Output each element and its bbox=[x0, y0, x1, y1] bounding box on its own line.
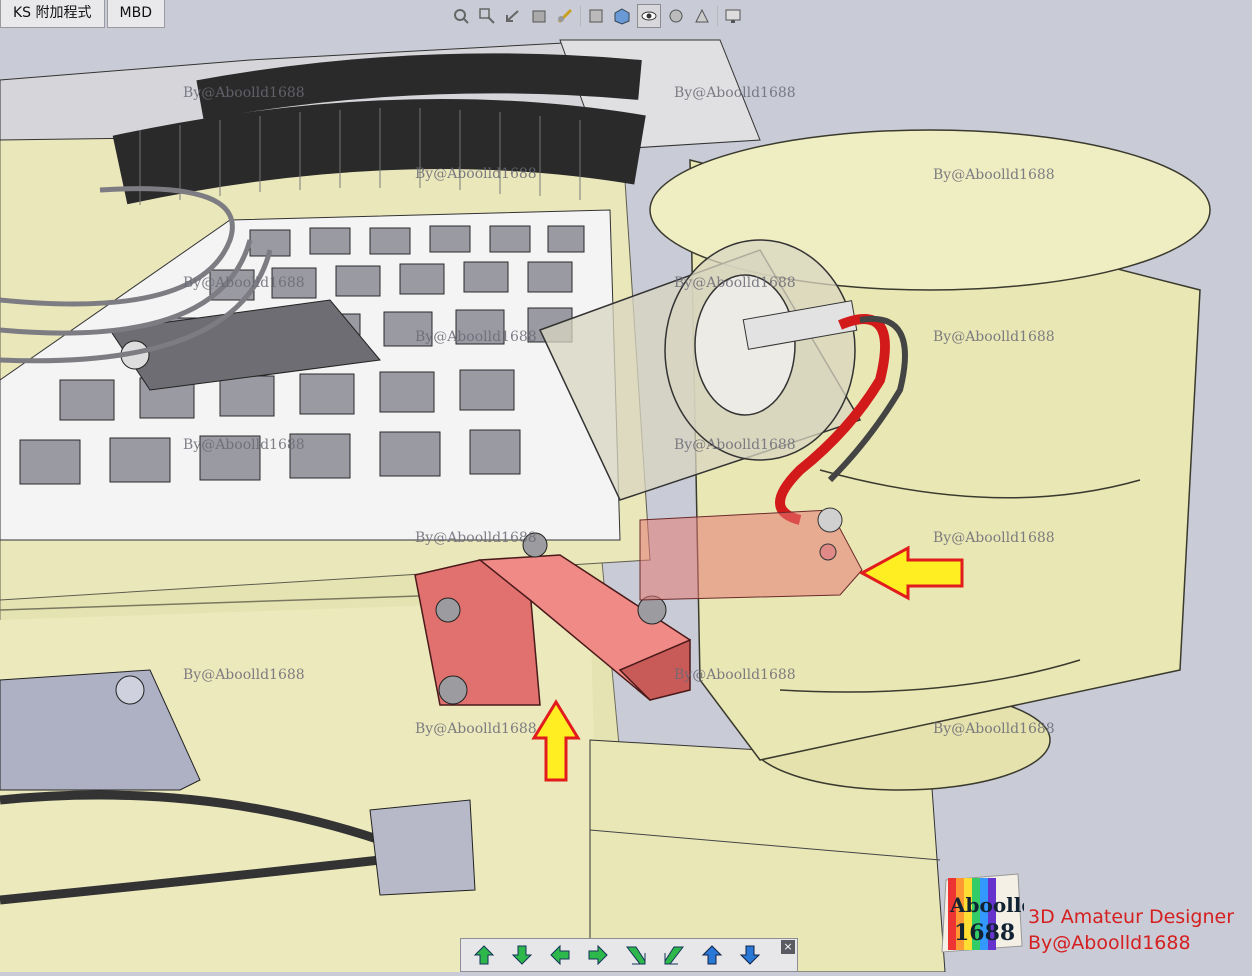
zoom-to-fit-icon[interactable] bbox=[450, 5, 472, 27]
section-view-icon[interactable] bbox=[528, 5, 550, 27]
dynamic-annotation-icon[interactable] bbox=[554, 5, 576, 27]
move-right-icon[interactable] bbox=[581, 941, 615, 969]
watermark-text: By@Aboolld1688 bbox=[674, 667, 796, 683]
display-style-icon[interactable] bbox=[611, 5, 633, 27]
view-navigation-toolbar: × bbox=[460, 938, 798, 972]
watermark-text: By@Aboolld1688 bbox=[415, 721, 537, 737]
select-next-up-icon[interactable] bbox=[695, 941, 729, 969]
tab-mbd[interactable]: MBD bbox=[106, 0, 165, 28]
previous-view-icon[interactable] bbox=[502, 5, 524, 27]
close-icon[interactable]: × bbox=[781, 940, 795, 954]
watermark-text: By@Aboolld1688 bbox=[415, 530, 537, 546]
view-orientation-icon[interactable] bbox=[585, 5, 607, 27]
brand-line-author: By@Aboolld1688 bbox=[1028, 932, 1191, 954]
watermark-text: By@Aboolld1688 bbox=[183, 275, 305, 291]
view-settings-icon[interactable] bbox=[722, 5, 744, 27]
move-up-icon[interactable] bbox=[467, 941, 501, 969]
brand-signature: 3D Amateur Designer By@Aboolld1688 bbox=[1028, 904, 1234, 956]
heads-up-view-toolbar bbox=[450, 3, 744, 29]
watermark-text: By@Aboolld1688 bbox=[183, 85, 305, 101]
annotation-arrow-right bbox=[858, 545, 964, 601]
hide-show-items-icon[interactable] bbox=[637, 4, 661, 28]
watermark-text: By@Aboolld1688 bbox=[674, 275, 796, 291]
edit-appearance-icon[interactable] bbox=[665, 5, 687, 27]
move-down-icon[interactable] bbox=[505, 941, 539, 969]
watermark-text: By@Aboolld1688 bbox=[183, 667, 305, 683]
watermark-text: By@Aboolld1688 bbox=[933, 721, 1055, 737]
watermark-text: By@Aboolld1688 bbox=[933, 329, 1055, 345]
watermark-text: By@Aboolld1688 bbox=[674, 437, 796, 453]
watermark-text: By@Aboolld1688 bbox=[933, 167, 1055, 183]
svg-text:1688: 1688 bbox=[954, 920, 1015, 946]
move-left-icon[interactable] bbox=[543, 941, 577, 969]
brand-logo: Aboolld 1688 bbox=[938, 872, 1035, 954]
toolbar-separator bbox=[580, 6, 581, 26]
watermark-text: By@Aboolld1688 bbox=[415, 166, 537, 182]
rotate-ccw-icon[interactable] bbox=[657, 941, 691, 969]
watermark-text: By@Aboolld1688 bbox=[183, 437, 305, 453]
annotation-arrow-up bbox=[531, 699, 581, 782]
tab-addins[interactable]: KS 附加程式 bbox=[0, 0, 105, 28]
svg-text:Aboolld: Aboolld bbox=[949, 893, 1024, 917]
brand-line-designer: 3D Amateur Designer bbox=[1028, 906, 1235, 928]
apply-scene-icon[interactable] bbox=[691, 5, 713, 27]
zoom-to-area-icon[interactable] bbox=[476, 5, 498, 27]
watermark-text: By@Aboolld1688 bbox=[415, 329, 537, 345]
command-manager-tabs: KS 附加程式 MBD bbox=[0, 0, 167, 28]
toolbar-separator bbox=[717, 6, 718, 26]
watermark-text: By@Aboolld1688 bbox=[933, 530, 1055, 546]
select-next-down-icon[interactable] bbox=[733, 941, 767, 969]
watermark-text: By@Aboolld1688 bbox=[674, 85, 796, 101]
rotate-cw-icon[interactable] bbox=[619, 941, 653, 969]
